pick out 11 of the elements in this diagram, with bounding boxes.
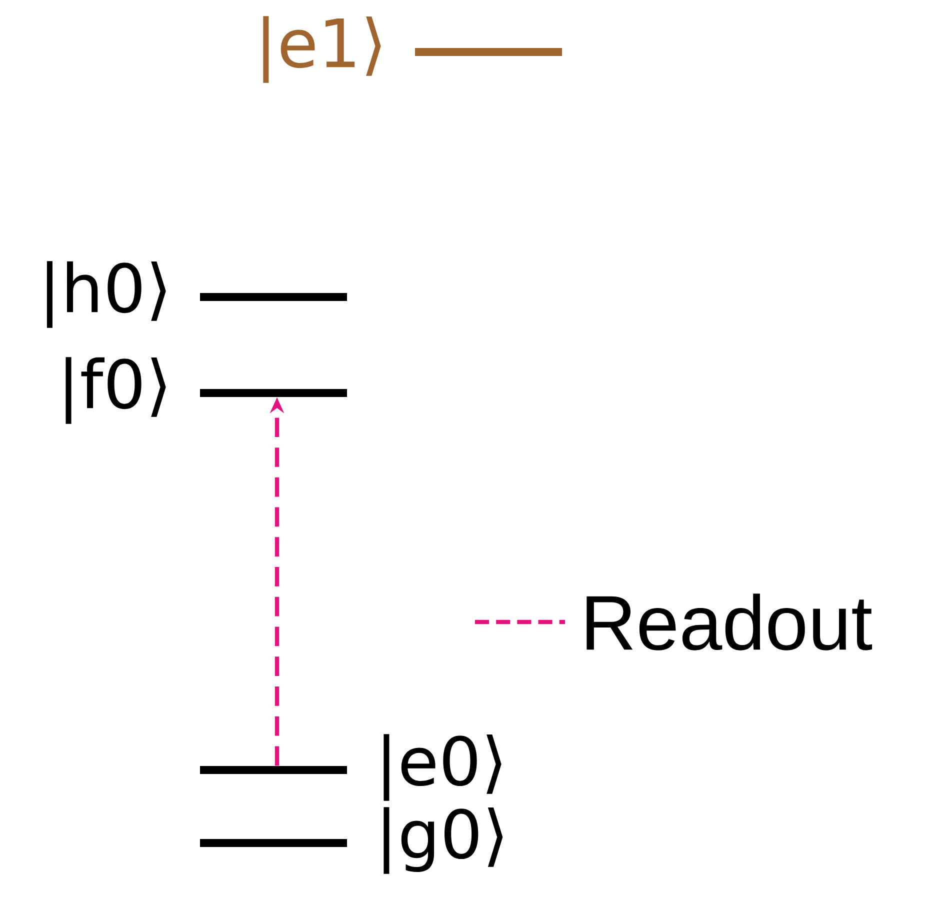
- level-label: |g0⟩: [384, 807, 503, 874]
- energy-level: [263, 16, 562, 83]
- energy-level: [66, 357, 347, 424]
- energy-level: [200, 734, 502, 801]
- level-label: |h0⟩: [46, 261, 166, 328]
- level-label: |e1⟩: [263, 16, 381, 83]
- energy-level: [200, 807, 503, 874]
- level-label: |e0⟩: [384, 734, 502, 801]
- energy-level: [46, 261, 347, 328]
- level-label: |f0⟩: [66, 357, 166, 424]
- legend-label: Readout: [586, 594, 872, 650]
